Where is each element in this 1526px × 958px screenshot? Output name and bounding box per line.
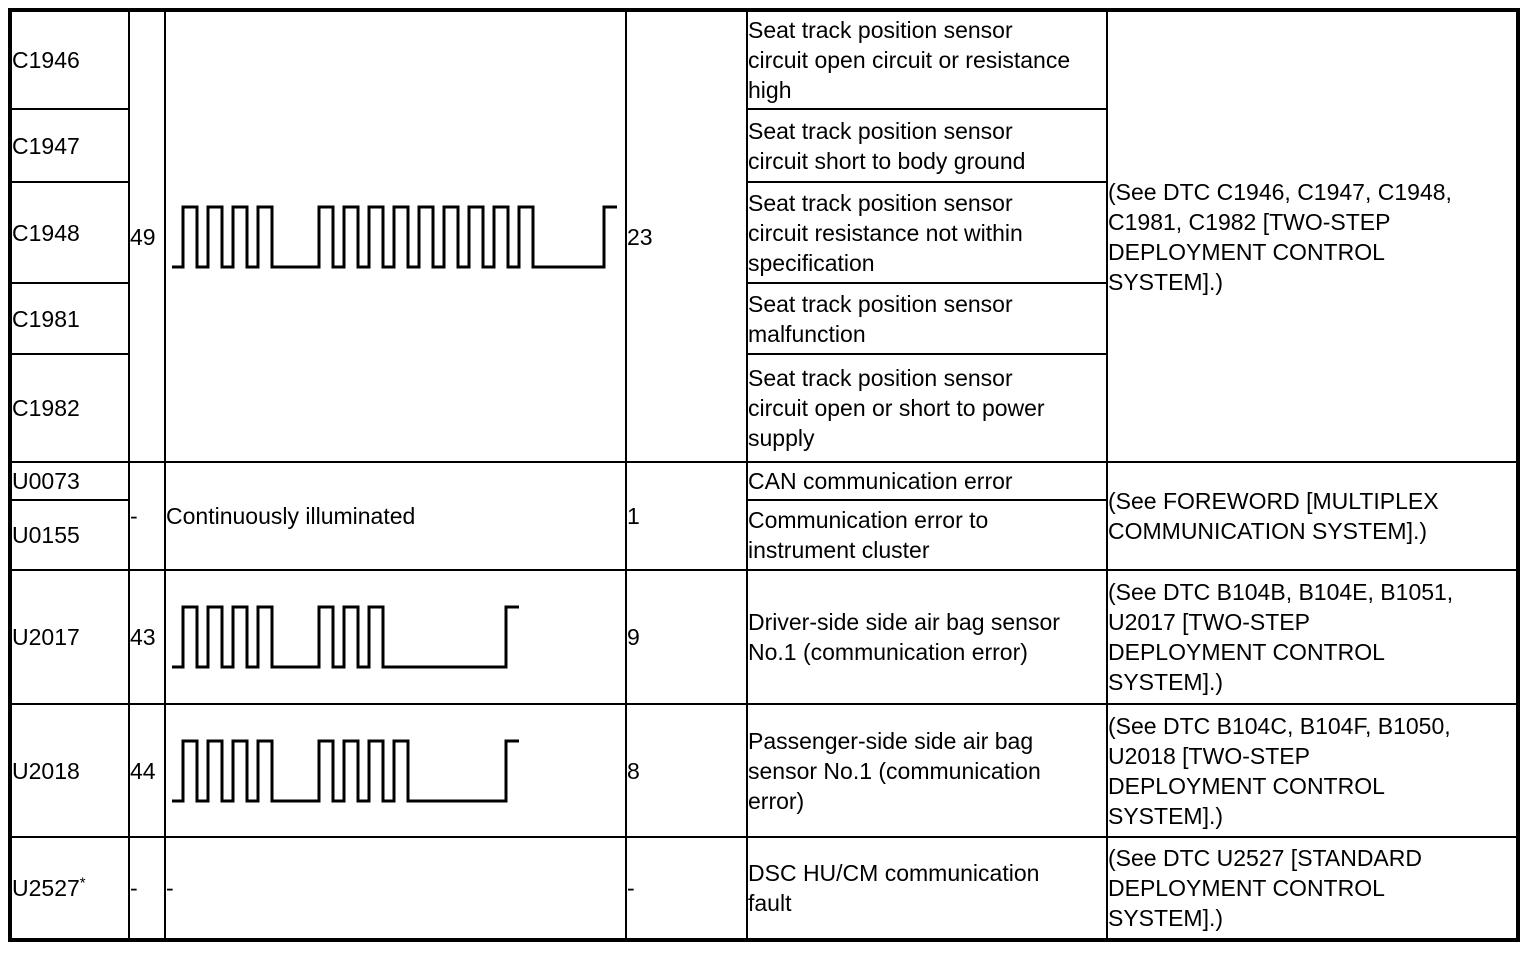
- dtc-code: U2018: [9, 703, 130, 838]
- flash-pattern-cell: [164, 9, 627, 463]
- dtc-code: C1946: [9, 9, 130, 110]
- reference: (See DTC B104C, B104F, B1050, U2018 [TWO…: [1106, 703, 1519, 838]
- description: Driver-side side air bag sensor No.1 (co…: [746, 569, 1108, 705]
- reference: (See DTC C1946, C1947, C1948, C1981, C19…: [1106, 9, 1519, 463]
- flash-pattern-waveform: [172, 739, 519, 802]
- dtc-code: C1981: [9, 282, 130, 355]
- dtc-flash-code-table: C1946 49 23 Seat track position sensor c…: [8, 8, 1520, 942]
- description: Seat track position sensor circuit open …: [746, 353, 1108, 463]
- flash-code: 44: [128, 703, 166, 838]
- table-row: U0155 Communication error to instrument …: [9, 499, 1518, 571]
- flash-pattern-cell: [164, 569, 627, 705]
- description: Passenger-side side air bag sensor No.1 …: [746, 703, 1108, 838]
- table-row: C1948 Seat track position sensor circuit…: [9, 181, 1518, 284]
- description: Communication error to instrument cluste…: [746, 499, 1108, 571]
- manual-page: C1946 49 23 Seat track position sensor c…: [8, 8, 1520, 942]
- footnote-asterisk: *: [79, 874, 86, 892]
- flash-code: 43: [128, 569, 166, 705]
- dtc-code: C1947: [9, 108, 130, 183]
- flash-count: 9: [625, 569, 748, 705]
- table-row: U0073 - Continuously illuminated 1 CAN c…: [9, 461, 1519, 571]
- dtc-code: C1982: [9, 353, 130, 463]
- description: CAN communication error: [746, 461, 1108, 501]
- flash-pattern-cell: Continuously illuminated: [164, 461, 627, 571]
- description: Seat track position sensor circuit open …: [746, 9, 1108, 110]
- dtc-code: U0073: [9, 461, 130, 501]
- flash-count: -: [625, 836, 748, 941]
- table-row: C1946 49 23 Seat track position sensor c…: [9, 9, 1519, 463]
- flash-pattern-cell: [164, 703, 627, 838]
- flash-count: 1: [625, 461, 748, 571]
- reference: (See FOREWORD [MULTIPLEX COMMUNICATION S…: [1106, 461, 1519, 571]
- table-row: U2018 44 8 Passenger-side side air bag s…: [9, 703, 1519, 838]
- table-row: U2527* - - - DSC HU/CM communication fau…: [9, 836, 1519, 941]
- dtc-code: U2527*: [9, 836, 130, 941]
- reference: (See DTC B104B, B104E, B1051, U2017 [TWO…: [1106, 569, 1519, 705]
- flash-code: 49: [128, 9, 166, 463]
- table-row: C1981 Seat track position sensor malfunc…: [9, 282, 1518, 355]
- flash-pattern-waveform: [172, 605, 519, 669]
- table-row: U2017 43 9 Driver-side side air bag sens…: [9, 569, 1519, 705]
- flash-pattern-waveform: [172, 205, 617, 268]
- dtc-code: C1948: [9, 181, 130, 284]
- dtc-code: U0155: [9, 499, 130, 571]
- table-row: C1947 Seat track position sensor circuit…: [9, 108, 1518, 183]
- table-row: C1982 Seat track position sensor circuit…: [9, 353, 1518, 463]
- description: Seat track position sensor malfunction: [746, 282, 1108, 355]
- reference: (See DTC U2527 [STANDARD DEPLOYMENT CONT…: [1106, 836, 1519, 941]
- flash-count: 8: [625, 703, 748, 838]
- flash-count: 23: [625, 9, 748, 463]
- flash-code: -: [128, 836, 166, 941]
- dtc-code: U2017: [9, 569, 130, 705]
- flash-pattern-cell: -: [164, 836, 627, 941]
- description: DSC HU/CM communication fault: [746, 836, 1108, 941]
- description: Seat track position sensor circuit resis…: [746, 181, 1108, 284]
- flash-code: -: [128, 461, 166, 571]
- description: Seat track position sensor circuit short…: [746, 108, 1108, 183]
